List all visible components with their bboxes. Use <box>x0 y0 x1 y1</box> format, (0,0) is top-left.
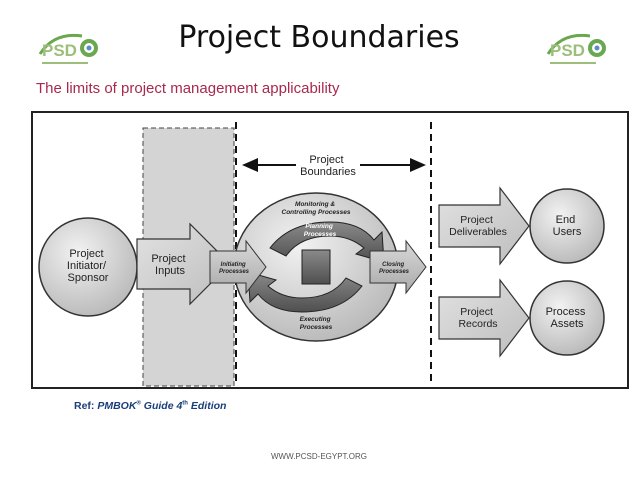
ref-edition: Edition <box>187 400 227 412</box>
records-arrow <box>438 278 530 358</box>
process-assets-circle <box>529 280 605 356</box>
ref-guide: Guide 4 <box>140 400 183 412</box>
initiator-label: Project Initiator/ Sponsor <box>67 248 109 284</box>
initiating-arrow <box>209 239 267 295</box>
reference-note: Ref: PMBOK® Guide 4th Edition <box>74 400 226 412</box>
ref-th: th <box>182 400 188 407</box>
closing-label: Closing Processes <box>379 262 410 275</box>
cycle-connector <box>301 249 331 285</box>
closing-arrow <box>369 239 427 295</box>
process-assets-label: Process Assets <box>546 306 589 330</box>
boundaries-label: Project Boundaries <box>300 154 356 178</box>
boundaries-arrow <box>242 150 426 182</box>
inputs-arrow <box>136 222 231 306</box>
logo-text: PSD <box>42 41 77 60</box>
ref-prefix: Ref: <box>74 400 98 412</box>
ref-pmbok: PMBOK <box>97 400 137 412</box>
pcsd-logo-right: PSD <box>546 33 606 64</box>
monitoring-label: Monitoring & Controlling Processes <box>282 201 351 216</box>
deliverables-label: Project Deliverables <box>449 214 507 238</box>
slide-title: Project Boundaries <box>178 20 460 55</box>
ref-registered: ® <box>136 400 141 407</box>
initiating-label: Initiating Processes <box>219 262 250 275</box>
records-label: Project Records <box>458 306 497 330</box>
footer-url: WWW.PCSD-EGYPT.ORG <box>271 452 367 461</box>
executing-label: Executing Processes <box>300 316 333 331</box>
end-users-circle <box>529 188 605 264</box>
slide-subtitle: The limits of project management applica… <box>36 80 340 97</box>
logo-text: PSD <box>550 41 585 60</box>
deliverables-arrow <box>438 186 530 266</box>
planning-label: Planning Processes <box>304 223 337 238</box>
inputs-label: Project Inputs <box>151 253 188 277</box>
end-users-label: End Users <box>553 214 582 238</box>
pcsd-logo-left: PSD <box>38 33 98 64</box>
